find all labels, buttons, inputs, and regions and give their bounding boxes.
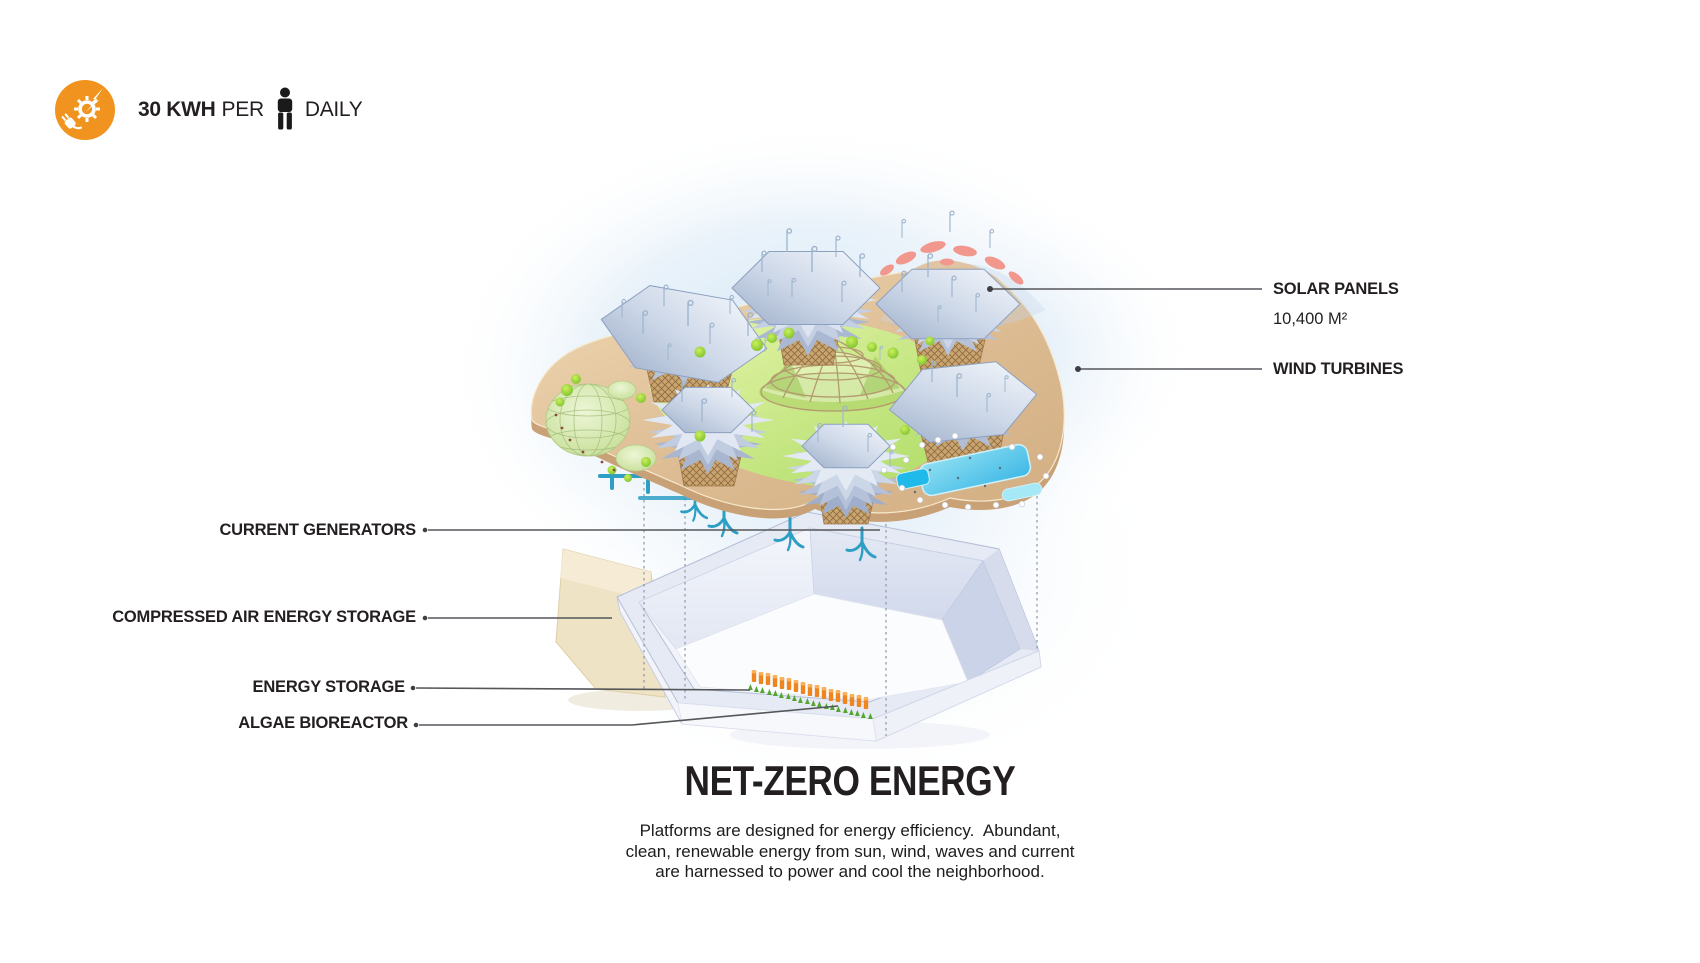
umbrellas [880, 432, 1050, 511]
description-paragraph: Platforms are designed for energy effici… [600, 821, 1100, 883]
callout-wind-turbines: WIND TURBINES [1273, 360, 1404, 378]
compressed-air-tank-icon [555, 548, 666, 698]
description-line: clean, renewable energy from sun, wind, … [625, 841, 1075, 861]
trees [555, 327, 935, 482]
badge-daily-label: DAILY [304, 98, 363, 121]
people-dots-left [554, 413, 616, 472]
energy-consumption-badge: 30 KWH PER DAILY [54, 79, 363, 141]
hull-basin [555, 511, 1042, 749]
callout-algae-bioreactor: ALGAE BIOREACTOR [238, 714, 408, 732]
solar-cluster-center-left [642, 384, 774, 487]
leader-algae-bioreactor [419, 705, 839, 726]
badge-per-label: PER [221, 98, 265, 121]
description-line: are harnessed to power and cool the neig… [655, 862, 1045, 881]
callout-solar-panels-area: 10,400 M² [1273, 310, 1348, 328]
solar-cluster-top-center [732, 251, 880, 366]
callout-current-generators: CURRENT GENERATORS [219, 521, 416, 539]
leader-dots [410, 286, 1081, 728]
pink-canopies [880, 241, 1024, 285]
callout-compressed-air: COMPRESSED AIR ENERGY STORAGE [112, 608, 416, 626]
person-icon [277, 87, 293, 130]
plug-icon [61, 113, 83, 130]
lightning-bolt-icon [85, 88, 103, 112]
leader-lines [415, 288, 1262, 726]
callout-energy-storage: ENERGY STORAGE [252, 678, 406, 696]
platform-deck [530, 210, 1064, 525]
description-line: Platforms are designed for energy effici… [639, 821, 1061, 840]
leader-energy-storage [415, 687, 751, 691]
page-title: NET-ZERO ENERGY [684, 757, 1016, 804]
badge-value: 30 KWH [138, 98, 216, 121]
pool-deck-icon [880, 432, 1050, 511]
energy-sun-plug-icon [55, 80, 115, 140]
solar-cluster-center-bottom [782, 421, 910, 525]
people-dots [913, 456, 1002, 494]
callout-solar-panels: SOLAR PANELS [1273, 280, 1399, 298]
